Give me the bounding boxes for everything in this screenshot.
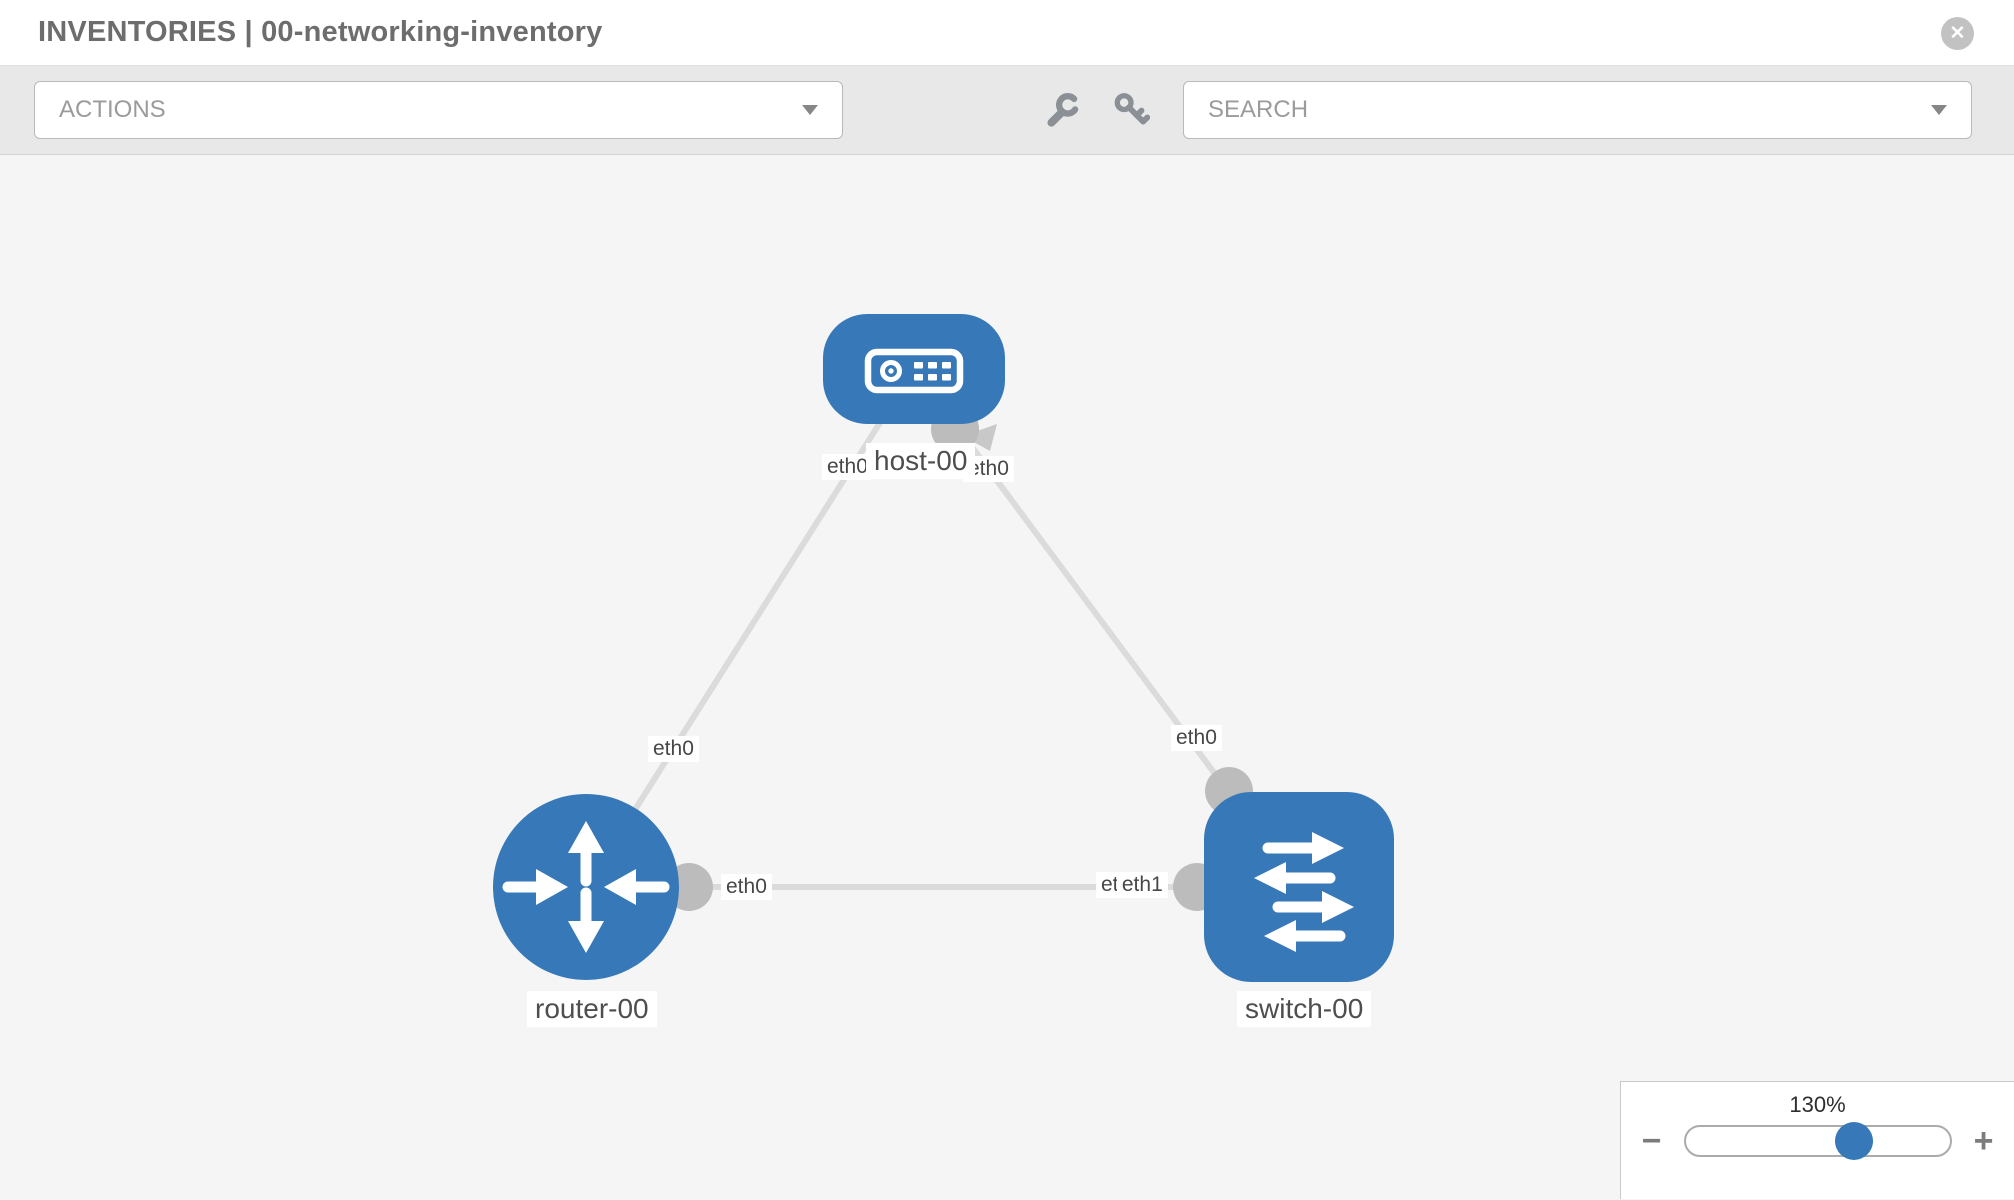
toolbar: ACTIONS SEARCH [0, 66, 2014, 155]
interface-label: eth0 [648, 736, 699, 763]
router-icon [502, 821, 670, 953]
node-host[interactable] [823, 314, 1005, 424]
topology-graph [493, 314, 1394, 982]
chevron-down-icon [802, 105, 818, 115]
actions-dropdown-label: ACTIONS [59, 96, 166, 123]
actions-dropdown[interactable]: ACTIONS [34, 81, 843, 139]
interface-label: eth0 [822, 454, 873, 481]
node-switch[interactable] [1204, 792, 1394, 982]
search-dropdown-label: SEARCH [1208, 96, 1309, 123]
chevron-down-icon [1931, 105, 1947, 115]
interface-label: eth1 [1116, 872, 1168, 899]
zoom-out-button[interactable]: − [1632, 1124, 1672, 1158]
zoom-slider-thumb[interactable] [1834, 1122, 1873, 1160]
topology-canvas[interactable]: eth0 eth0 eth0 eth0 eth0 eth0 eth1 host-… [0, 155, 2014, 1199]
page-title: INVENTORIES | 00-networking-inventory [38, 16, 603, 48]
zoom-in-button[interactable]: + [1964, 1124, 2004, 1158]
node-label-host: host-00 [866, 443, 976, 480]
search-dropdown[interactable]: SEARCH [1183, 81, 1972, 139]
node-label-router: router-00 [527, 991, 657, 1028]
link-arrow-icon [963, 424, 997, 451]
wrench-icon[interactable] [1044, 91, 1082, 129]
node-router[interactable] [493, 794, 679, 980]
header: INVENTORIES | 00-networking-inventory ✕ [0, 0, 2014, 66]
key-icon[interactable] [1112, 91, 1150, 129]
interface-label-overlap: eth0 eth1 [1096, 872, 1168, 899]
host-icon [864, 348, 964, 394]
switch-icon [1254, 832, 1354, 952]
node-label-switch: switch-00 [1237, 991, 1372, 1028]
interface-label: eth0 [721, 874, 772, 901]
zoom-level: 130% [1789, 1092, 1846, 1117]
close-icon: ✕ [1949, 23, 1966, 44]
close-button[interactable]: ✕ [1941, 17, 1974, 50]
zoom-slider[interactable] [1683, 1122, 1952, 1160]
zoom-panel: 130% − + [1620, 1081, 2014, 1199]
zoom-slider-row: − + [1632, 1122, 2004, 1160]
interface-label: eth0 [1171, 725, 1222, 752]
